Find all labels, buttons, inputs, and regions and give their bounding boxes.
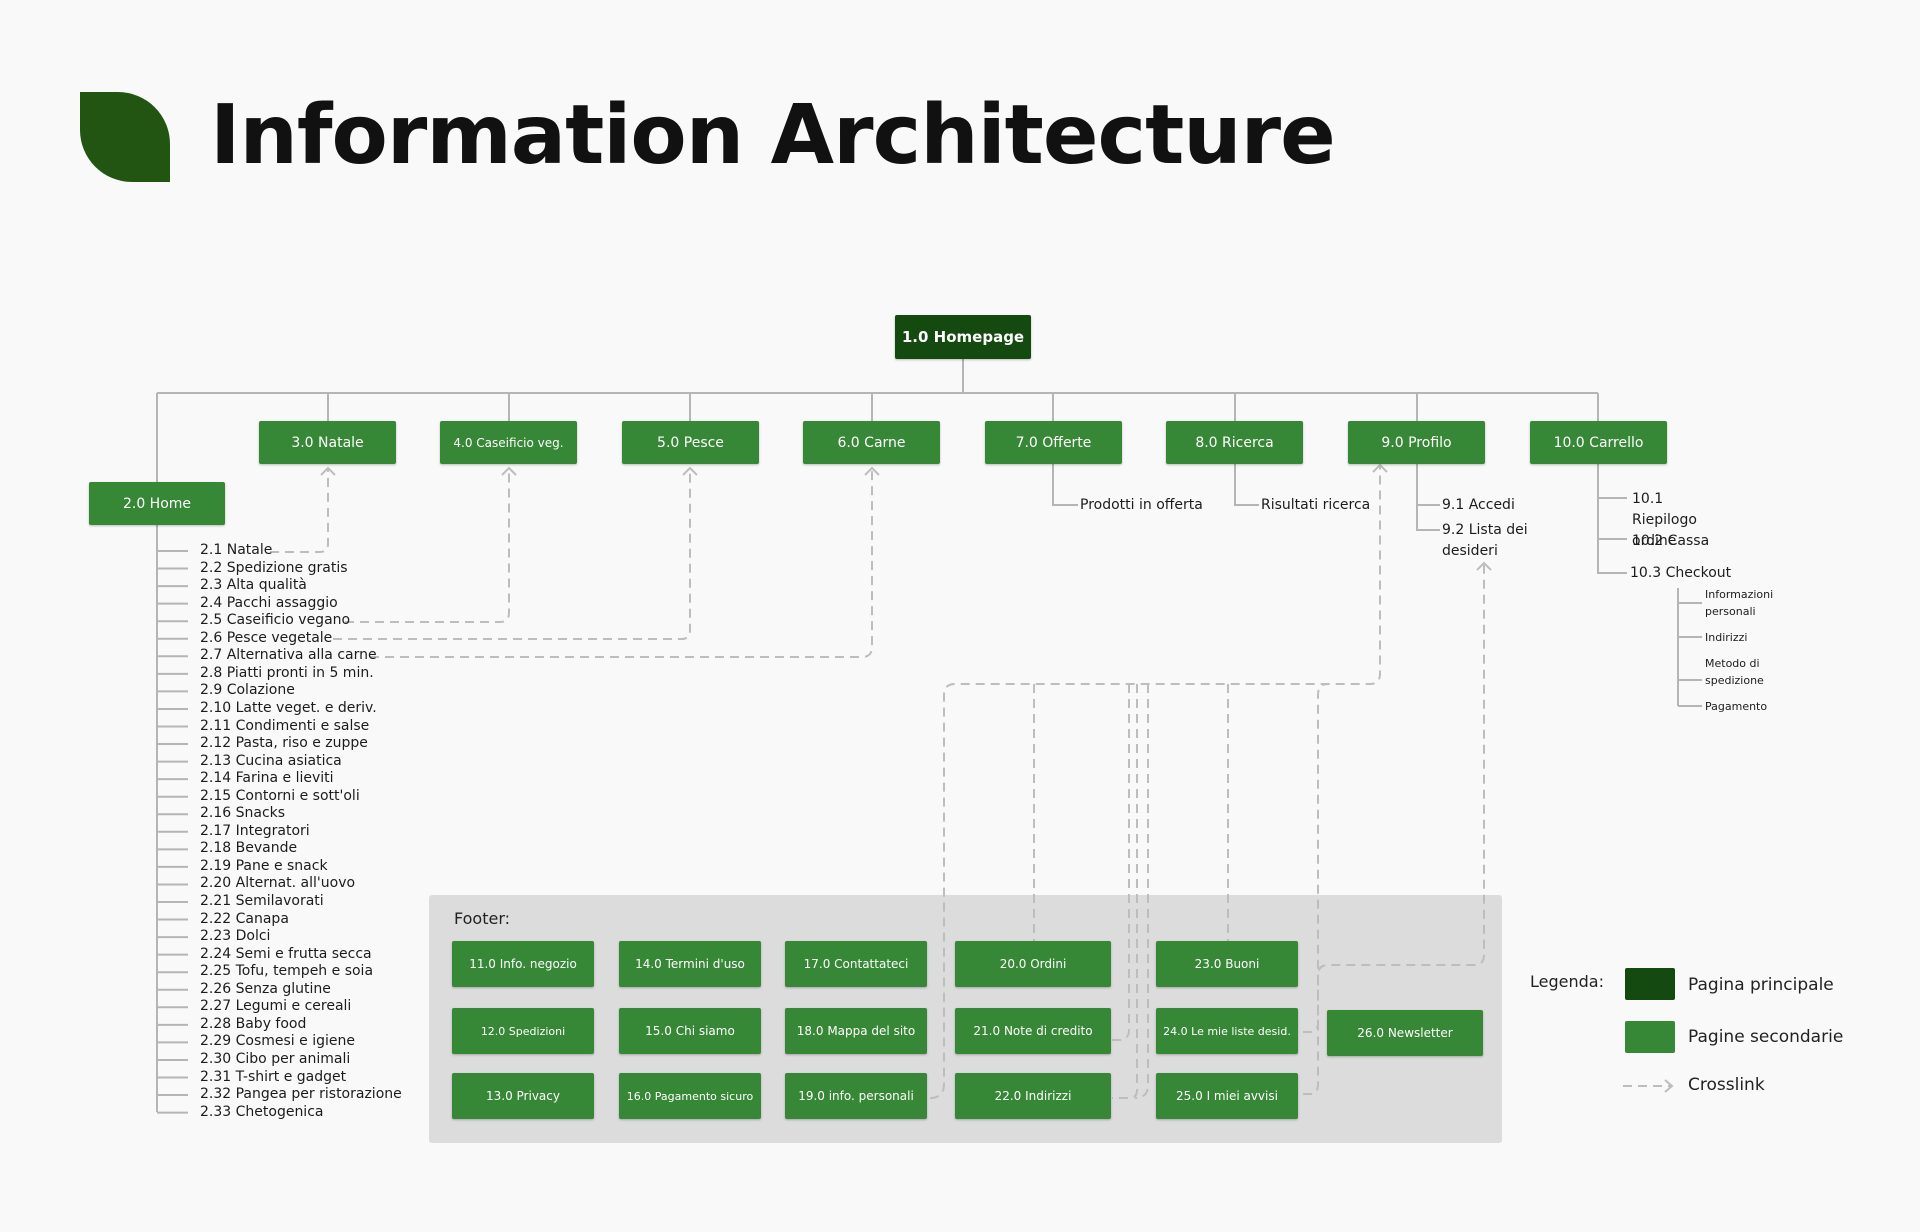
node-carne[interactable]: 6.0 Carne — [803, 421, 940, 464]
home-list-item: 2.6 Pesce vegetale — [200, 629, 333, 646]
home-list-item: 2.4 Pacchi assaggio — [200, 594, 338, 611]
legend-label-crosslink: Crosslink — [1688, 1075, 1765, 1095]
home-list-item: 2.7 Alternativa alla carne — [200, 647, 377, 664]
home-list-item: 2.17 Integratori — [200, 822, 310, 839]
footer-item[interactable]: 15.0 Chi siamo — [619, 1008, 761, 1054]
footer-item[interactable]: 11.0 Info. negozio — [452, 941, 594, 987]
footer-item[interactable]: 13.0 Privacy — [452, 1073, 594, 1119]
footer-item[interactable]: 19.0 info. personali — [785, 1073, 927, 1119]
home-list-item: 2.32 Pangea per ristorazione — [200, 1086, 402, 1103]
home-list-item: 2.11 Condimenti e salse — [200, 717, 370, 734]
node-offerte[interactable]: 7.0 Offerte — [985, 421, 1122, 464]
footer-item[interactable]: 22.0 Indirizzi — [955, 1073, 1111, 1119]
footer-item[interactable]: 25.0 I miei avvisi — [1156, 1073, 1298, 1119]
footer-item[interactable]: 21.0 Note di credito — [955, 1008, 1111, 1054]
node-carrello[interactable]: 10.0 Carrello — [1530, 421, 1667, 464]
subpage-checkout: 10.3 Checkout — [1630, 565, 1732, 581]
legend-title: Legenda: — [1530, 972, 1604, 991]
home-list-item: 2.3 Alta qualità — [200, 577, 307, 594]
home-list-item: 2.9 Colazione — [200, 682, 295, 699]
home-list-item: 2.30 Cibo per animali — [200, 1050, 351, 1067]
node-caseificio[interactable]: 4.0 Caseificio veg. — [440, 421, 577, 464]
home-list-item: 2.23 Dolci — [200, 928, 271, 945]
node-home[interactable]: 2.0 Home — [89, 482, 225, 525]
subpage-cassa: 10.2 Cassa — [1632, 533, 1710, 549]
home-list-item: 2.13 Cucina asiatica — [200, 752, 342, 769]
legend-label-secondary: Pagine secondarie — [1688, 1027, 1844, 1047]
node-pesce[interactable]: 5.0 Pesce — [622, 421, 759, 464]
footer-title: Footer: — [454, 909, 511, 928]
checkout-item: Pagamento — [1705, 700, 1768, 713]
home-list-item: 2.8 Piatti pronti in 5 min. — [200, 664, 374, 681]
home-list-item: 2.24 Semi e frutta secca — [200, 945, 372, 962]
subpage-riepilogo-ordine: 10.1 Riepilogo ordine — [1632, 491, 1697, 549]
subpage-prodotti-offerta: Prodotti in offerta — [1080, 497, 1203, 513]
footer-item[interactable]: 16.0 Pagamento sicuro — [619, 1073, 761, 1119]
home-list-item: 2.2 Spedizione gratis — [200, 559, 348, 576]
home-list-item: 2.25 Tofu, tempeh e soia — [200, 963, 374, 980]
home-list-item: 2.12 Pasta, riso e zuppe — [200, 735, 368, 752]
home-list-item: 2.28 Baby food — [200, 1015, 307, 1032]
home-list-item: 2.18 Bevande — [200, 840, 298, 857]
home-list-item: 2.10 Latte veget. e deriv. — [200, 699, 377, 716]
footer-item[interactable]: 12.0 Spedizioni — [452, 1008, 594, 1054]
footer-item[interactable]: 23.0 Buoni — [1156, 941, 1298, 987]
home-list-item: 2.15 Contorni e sott'oli — [200, 787, 360, 804]
home-list-item: 2.21 Semilavorati — [200, 893, 324, 909]
page-title: Information Architecture — [210, 88, 1336, 183]
node-ricerca[interactable]: 8.0 Ricerca — [1166, 421, 1303, 464]
footer-item[interactable]: 26.0 Newsletter — [1327, 1010, 1483, 1056]
node-natale[interactable]: 3.0 Natale — [259, 421, 396, 464]
home-list-item: 2.1 Natale — [200, 542, 273, 558]
home-list-item: 2.27 Legumi e cereali — [200, 998, 352, 1015]
home-list-item: 2.16 Snacks — [200, 805, 286, 822]
home-list-item: 2.14 Farina e lieviti — [200, 770, 334, 787]
checkout-item: Informazioni personali — [1705, 588, 1774, 618]
checkout-item: Metodo di spedizione — [1705, 657, 1764, 687]
footer-item[interactable]: 17.0 Contattateci — [785, 941, 927, 987]
home-list-item: 2.19 Pane e snack — [200, 857, 328, 874]
footer-item[interactable]: 24.0 Le mie liste desid. — [1156, 1008, 1298, 1054]
subpage-lista-desideri: 9.2 Lista dei desideri — [1442, 522, 1528, 559]
home-list-item: 2.33 Chetogenica — [200, 1103, 324, 1120]
checkout-item: Indirizzi — [1705, 631, 1748, 644]
node-profilo[interactable]: 9.0 Profilo — [1348, 421, 1485, 464]
home-list-item: 2.31 T-shirt e gadget — [200, 1068, 347, 1085]
home-list-item: 2.26 Senza glutine — [200, 980, 331, 997]
subpage-accedi: 9.1 Accedi — [1442, 497, 1515, 513]
legend-swatch-primary — [1625, 968, 1675, 1000]
subpage-risultati-ricerca: Risultati ricerca — [1261, 497, 1371, 513]
home-list-item: 2.22 Canapa — [200, 910, 289, 927]
home-list-item: 2.20 Alternat. all'uovo — [200, 875, 356, 892]
footer-item[interactable]: 20.0 Ordini — [955, 941, 1111, 987]
home-list-item: 2.29 Cosmesi e igiene — [200, 1033, 355, 1050]
footer-item[interactable]: 18.0 Mappa del sito — [785, 1008, 927, 1054]
home-list-item: 2.5 Caseificio vegano — [200, 612, 351, 629]
legend-label-primary: Pagina principale — [1688, 975, 1834, 995]
legend-swatch-secondary — [1625, 1021, 1675, 1053]
brand-leaf-logo — [80, 92, 170, 182]
footer-item[interactable]: 14.0 Termini d'uso — [619, 941, 761, 987]
node-homepage[interactable]: 1.0 Homepage — [895, 315, 1031, 359]
